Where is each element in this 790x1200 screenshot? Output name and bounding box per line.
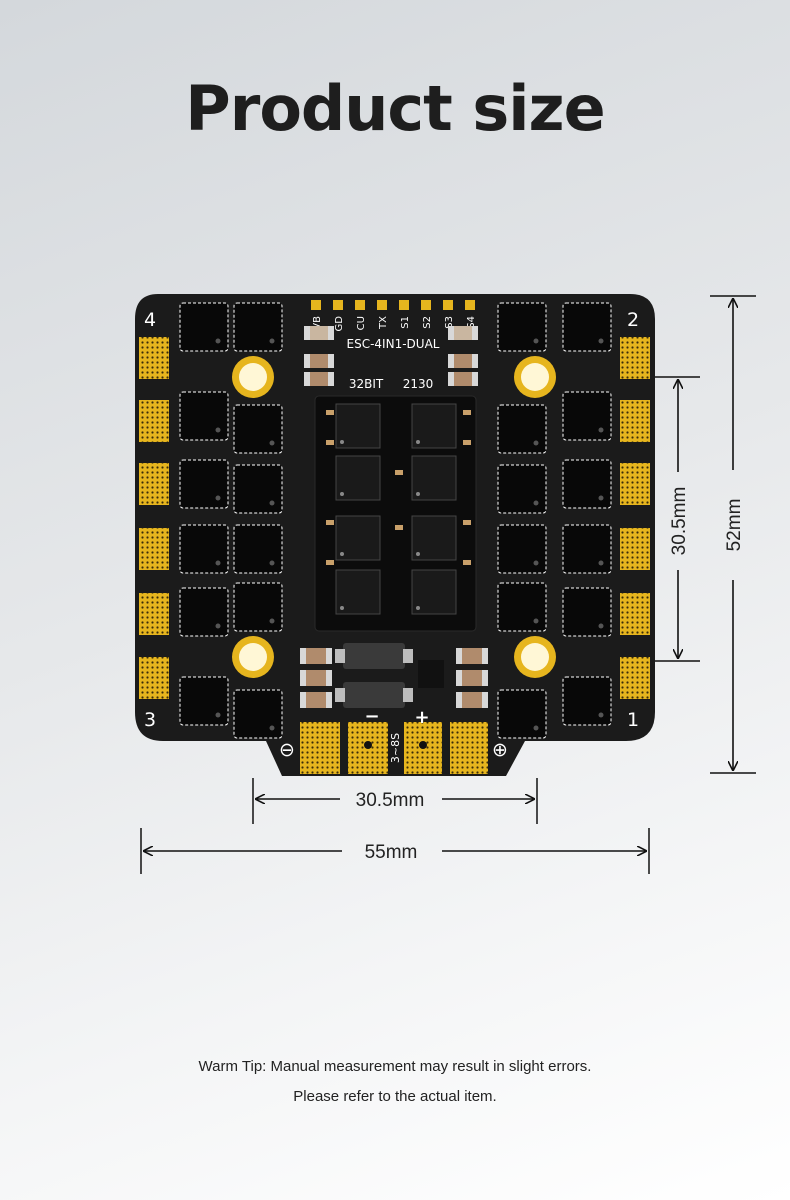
corner-label-3: 3 bbox=[144, 709, 156, 731]
signal-pad-label: S4 bbox=[466, 316, 477, 329]
minus-terminal: ⊖ bbox=[279, 739, 295, 761]
dim-width-mount: 30.5mm bbox=[356, 790, 425, 811]
voltage-label: 3~8S bbox=[389, 733, 402, 763]
signal-pad bbox=[333, 300, 343, 310]
signal-pad bbox=[443, 300, 453, 310]
signal-pad bbox=[311, 300, 321, 310]
signal-pads: VB GD CU TX S1 S2 S3 S4 bbox=[311, 300, 477, 331]
firmware-label: 32BIT bbox=[349, 377, 384, 391]
driver-chips bbox=[326, 403, 471, 615]
mosfet-array bbox=[179, 302, 612, 739]
dim-height-mount: 30.5mm bbox=[669, 487, 690, 556]
signal-pad-label: S2 bbox=[422, 316, 433, 329]
signal-pad-label: CU bbox=[356, 316, 367, 330]
corner-label-1: 1 bbox=[627, 709, 639, 731]
plus-sign: + bbox=[414, 707, 429, 728]
signal-pad bbox=[421, 300, 431, 310]
signal-pad bbox=[377, 300, 387, 310]
battery-pads bbox=[300, 722, 488, 774]
mounting-holes bbox=[232, 356, 556, 678]
current-label: 2130 bbox=[403, 377, 434, 391]
signal-pad bbox=[355, 300, 365, 310]
corner-label-4: 4 bbox=[144, 309, 156, 331]
warm-tip: Warm Tip: Manual measurement may result … bbox=[198, 1058, 592, 1075]
signal-pad bbox=[399, 300, 409, 310]
signal-pad-label: S3 bbox=[444, 316, 455, 329]
signal-pad-label: TX bbox=[378, 316, 389, 330]
dim-width-total: 55mm bbox=[365, 842, 418, 863]
board-model: ESC-4IN1-DUAL bbox=[347, 337, 440, 351]
plus-terminal: ⊕ bbox=[492, 739, 508, 761]
dim-height-total: 52mm bbox=[724, 499, 745, 552]
power-components bbox=[300, 643, 488, 708]
motor-pads bbox=[139, 337, 650, 699]
signal-pad-label: S1 bbox=[400, 316, 411, 329]
minus-sign: − bbox=[364, 706, 379, 727]
corner-label-2: 2 bbox=[627, 309, 639, 331]
dimension-lines: 30.5mm 55mm 30.5mm 52mm bbox=[140, 295, 756, 874]
refer-note: Please refer to the actual item. bbox=[293, 1088, 497, 1105]
signal-pad bbox=[465, 300, 475, 310]
silkscreen: ESC-4IN1-DUAL 32BIT 2130 4 2 3 1 − + ⊖ ⊕… bbox=[144, 309, 639, 763]
page-title: Product size bbox=[185, 72, 605, 145]
signal-pad-label: GD bbox=[334, 316, 345, 332]
signal-pad-label: VB bbox=[312, 316, 323, 330]
capacitors-top bbox=[304, 326, 478, 386]
